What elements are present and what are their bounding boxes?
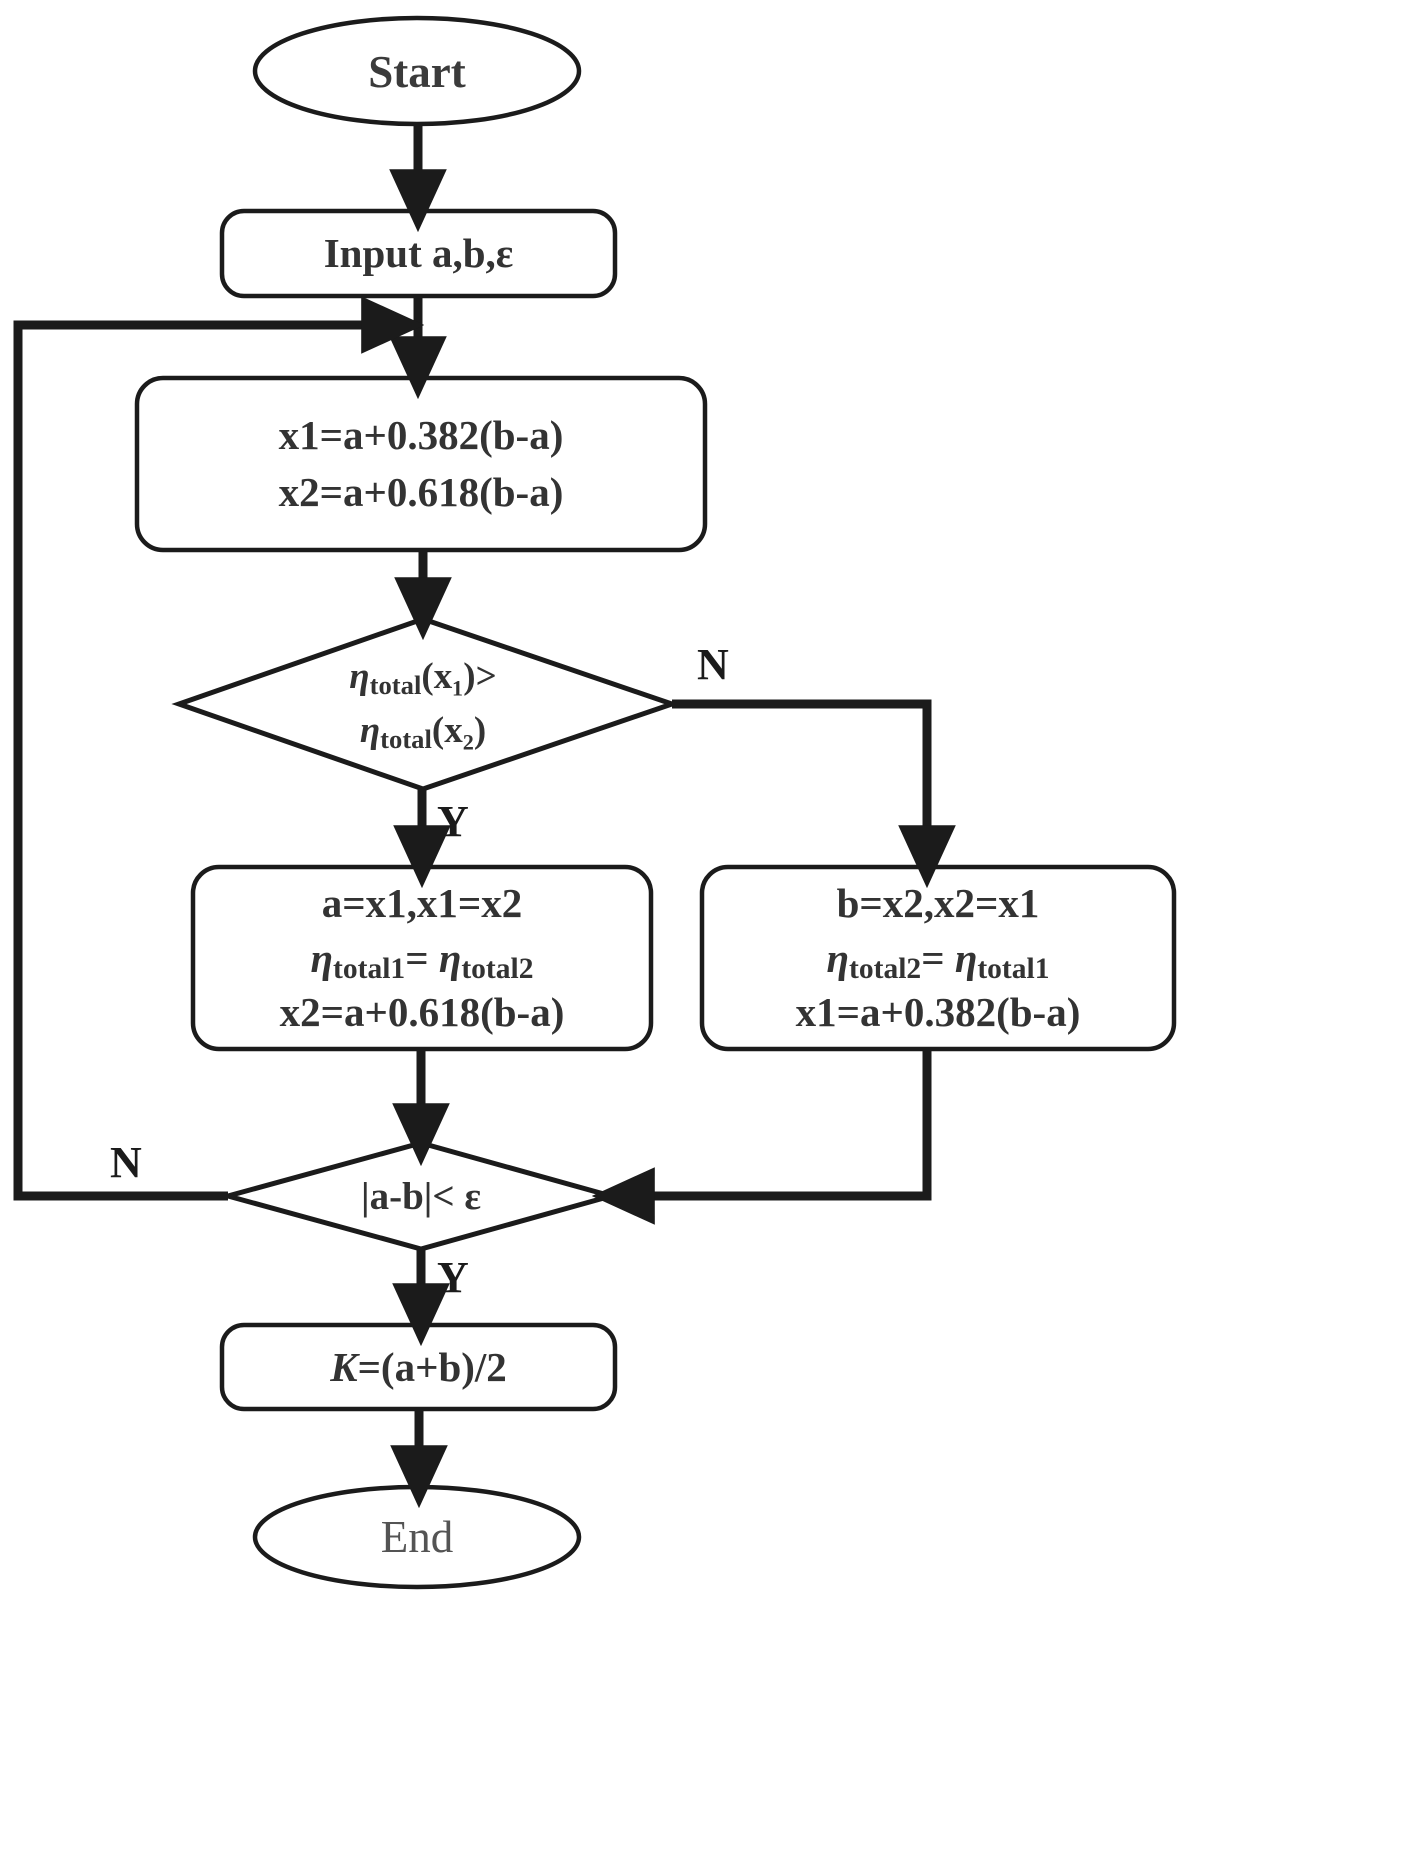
edge-label-eps-no: N: [110, 1138, 142, 1187]
decision-eta-shape: [171, 616, 680, 792]
edge-decision-eps-no-loop: [13, 296, 425, 1201]
input-shape: [219, 208, 618, 299]
edge-label-eta-no: N: [697, 640, 729, 689]
edge-label-eta-yes: Y: [437, 797, 469, 846]
edge-right-update-to-decision-eps: [591, 1049, 932, 1225]
left-update-shape: [190, 864, 654, 1052]
start-shape: [252, 15, 582, 127]
result-shape: [219, 1322, 618, 1412]
end-shape: [252, 1484, 582, 1590]
edge-decision-eta-no: [672, 699, 956, 889]
init-shape: [134, 375, 708, 553]
decision-eps-shape: [218, 1140, 621, 1252]
edge-label-eps-yes: Y: [437, 1253, 469, 1302]
right-update-shape: [699, 864, 1177, 1052]
